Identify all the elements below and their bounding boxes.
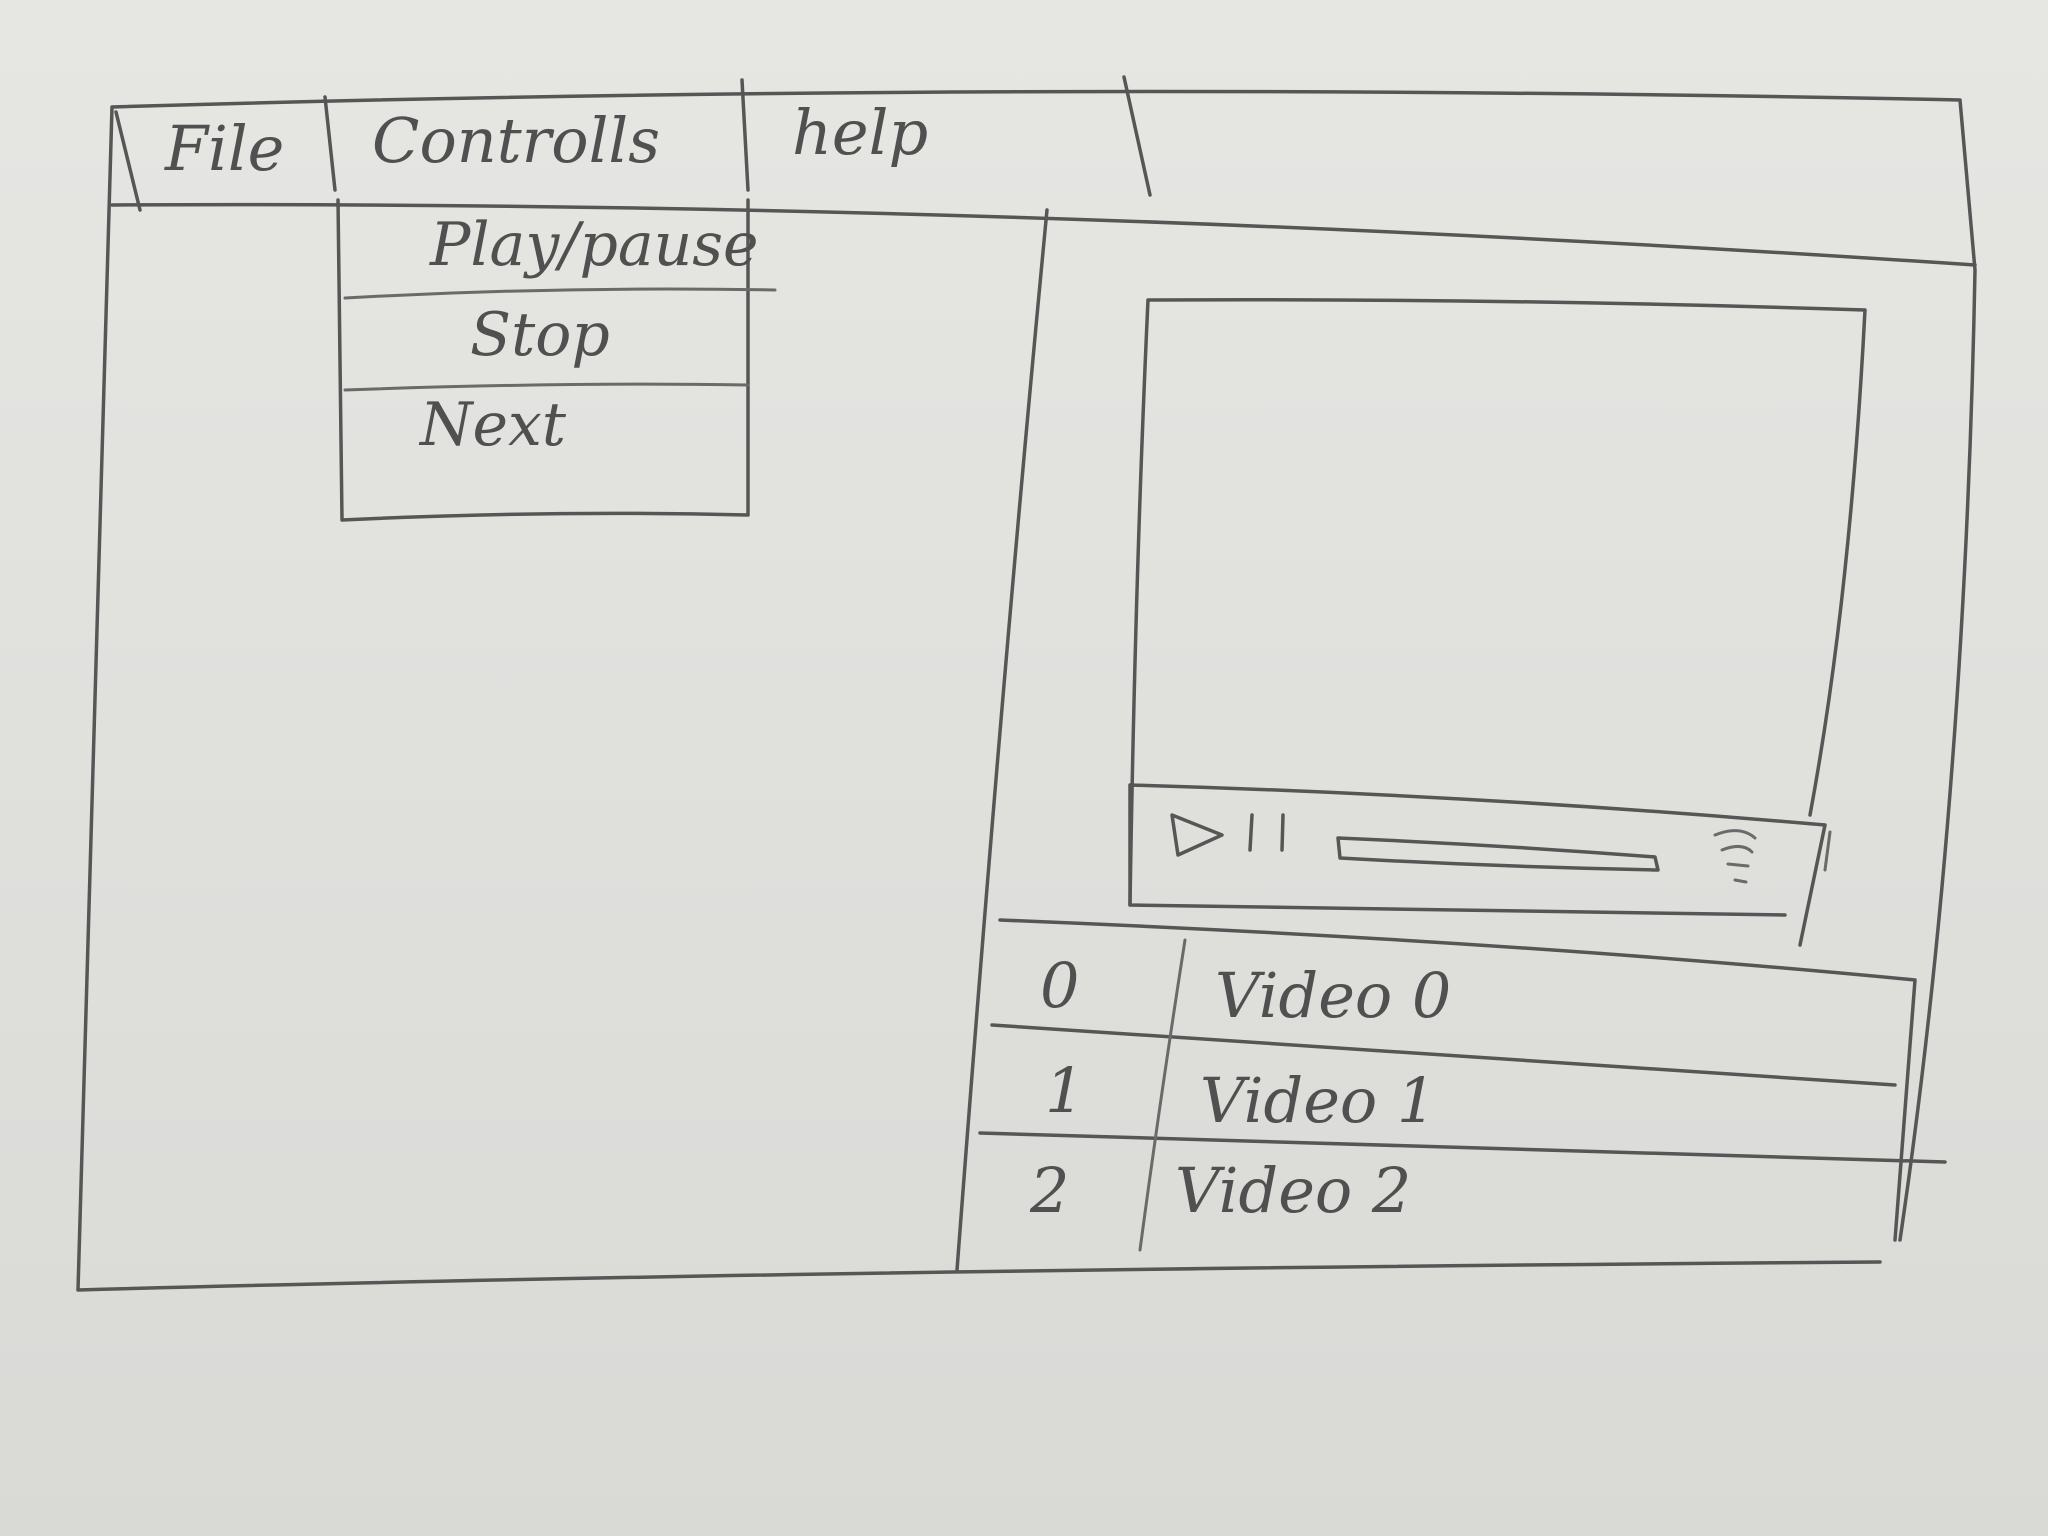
player-control-bar [1128, 783, 1827, 947]
playlist-row-title: Video 2 [1175, 1154, 1412, 1227]
menu-file[interactable]: File [165, 112, 285, 185]
menu-controls[interactable]: Controlls [372, 104, 661, 177]
volume-icon[interactable] [1713, 829, 1757, 884]
playlist-row-index: 1 [1045, 1054, 1085, 1127]
pause-icon[interactable] [1248, 813, 1285, 852]
menubar-bottom-edge [110, 202, 1977, 267]
menu-help[interactable]: help [792, 96, 929, 169]
menu-item-play-pause[interactable]: Play/pause [430, 210, 759, 280]
menubar-separator [114, 110, 142, 212]
playlist-row-index: 0 [1040, 949, 1080, 1022]
playlist-column-divider [1138, 938, 1187, 1252]
menubar-separator [1122, 75, 1152, 197]
control-bar-edge [1823, 830, 1832, 872]
dropdown-divider [343, 287, 777, 300]
menu-item-stop[interactable]: Stop [470, 300, 610, 370]
pane-splitter[interactable] [955, 208, 1049, 1272]
menubar-separator [323, 95, 337, 192]
menu-item-next[interactable]: Next [420, 390, 566, 460]
seek-bar[interactable] [1336, 836, 1660, 872]
controls-dropdown-frame [336, 198, 750, 522]
playlist-row-index: 2 [1030, 1154, 1070, 1227]
video-display[interactable] [1128, 297, 1867, 907]
playlist-row-title: Video 0 [1215, 959, 1452, 1032]
dropdown-divider [343, 382, 750, 392]
window-frame [76, 89, 1977, 1292]
playlist-table [978, 918, 1947, 1242]
menubar-separator [740, 78, 750, 192]
playlist-row-title: Video 1 [1200, 1064, 1437, 1137]
play-icon[interactable] [1170, 813, 1224, 857]
